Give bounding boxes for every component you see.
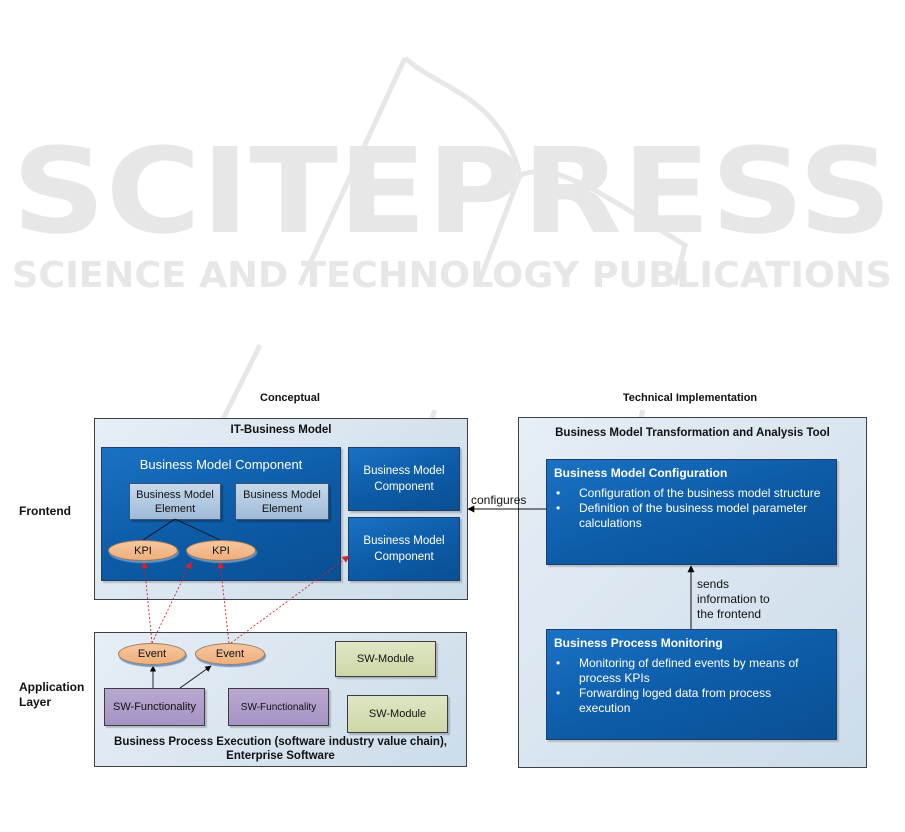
sw-module[interactable]: SW-Module [347,695,448,733]
edge-label-line: the frontend [697,607,762,621]
row-label-application-layer: Application Layer [19,680,84,710]
element-line: Business Model [243,488,321,501]
component-line: Component [374,481,434,493]
bullet-item: Definition of the business model paramet… [556,501,829,531]
component-line: Business Model [363,465,445,477]
book-icon [219,56,688,420]
watermark-subtitle: SCIENCE AND TECHNOLOGY PUBLICATIONS [12,255,892,296]
bullet-list: Monitoring of defined events by means of… [547,656,824,716]
watermark-logo: SCITEPRESS SCIENCE AND TECHNOLOGY PUBLIC… [12,56,892,420]
bullet-item: Monitoring of defined events by means of… [556,656,824,686]
element-line: Element [261,502,303,515]
configures-label: configures [471,493,527,507]
sw-module[interactable]: SW-Module [335,641,436,677]
event-node[interactable]: Event [118,643,186,665]
edge-label-line: information to [697,592,770,606]
panel-title: IT-Business Model [230,424,332,436]
business-model-configuration-box[interactable]: Business Model Configuration Configurati… [546,459,837,565]
watermark-title: SCITEPRESS [12,122,892,260]
caption-line: Enterprise Software [226,750,335,762]
business-process-monitoring-box[interactable]: Business Process Monitoring Monitoring o… [546,629,837,740]
bullet-item: Configuration of the business model stru… [556,486,829,501]
event-node[interactable]: Event [195,643,265,665]
panel-title: Business Model Transformation and Analys… [555,427,830,439]
row-label-line: Application [19,680,85,694]
element-line: Business Model [136,488,214,501]
edge-label-line: sends [697,577,730,591]
box-title: Business Process Monitoring [554,636,723,650]
bullet-item: Forwarding loged data from process execu… [556,686,824,716]
heading-technical-implementation: Technical Implementation [622,392,758,404]
kpi-node[interactable]: KPI [186,540,256,561]
row-label-frontend: Frontend [19,504,71,518]
sends-information-label: sends information to the frontend [697,577,770,622]
component-line: Component [374,551,434,563]
box-title: Business Model Configuration [554,466,728,480]
row-label-line: Layer [19,695,52,709]
panel-caption: Business Process Execution (software ind… [95,735,466,763]
kpi-node[interactable]: KPI [108,540,178,561]
bullet-list: Configuration of the business model stru… [547,486,829,531]
component-title: Business Model Component [139,457,303,472]
component-line: Business Model [363,535,445,547]
heading-conceptual: Conceptual [260,392,320,404]
caption-line: Business Process Execution (software ind… [114,736,447,748]
sw-functionality[interactable]: SW-Functionality [104,688,205,726]
sw-functionality[interactable]: SW-Functionality [228,688,329,726]
element-line: Element [154,502,196,515]
